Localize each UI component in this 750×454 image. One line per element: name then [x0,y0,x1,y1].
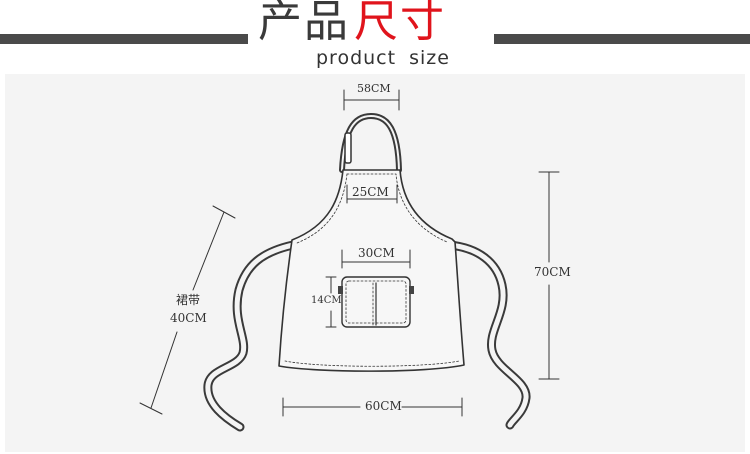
title-accent: 尺寸 [354,0,446,47]
dim-total-length [538,171,560,380]
page-subtitle: product size [316,47,450,69]
dim-waist-strap [139,205,236,415]
label-pocket-height: 14CM [311,295,342,306]
label-apron-width: 60CM [365,399,402,413]
label-total-length: 70CM [534,265,571,279]
dim-pocket-width [341,249,411,269]
strap-buckle [344,132,352,164]
title-main: 产品 [258,0,350,47]
label-waist-strap-length: 40CM [170,311,207,325]
left-waist-tie [203,240,298,432]
label-bib-width: 25CM [352,185,389,199]
header-bar-left [0,34,248,44]
page-title: 产品尺寸 [258,0,446,47]
label-pocket-width: 30CM [358,246,395,260]
dim-neck-strap [343,89,400,111]
label-neck-strap: 58CM [357,82,391,95]
dim-bib-width [346,184,398,204]
dim-apron-width [282,397,463,417]
apron-body [278,169,465,372]
header-bar-right [494,34,750,44]
dim-pocket-height [325,276,337,328]
label-waist-strap: 裙带 [176,293,201,307]
